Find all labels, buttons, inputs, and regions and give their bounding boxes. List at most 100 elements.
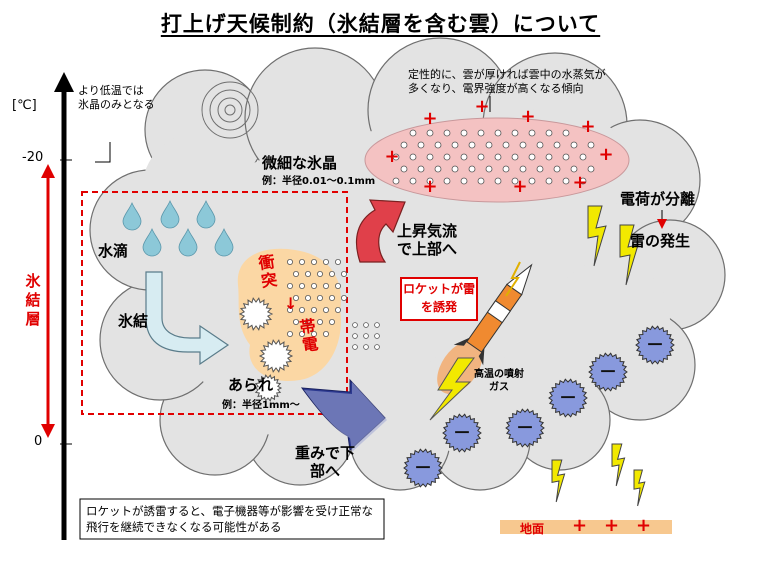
small-ice-dot (328, 270, 335, 277)
small-ice-dot (322, 330, 329, 337)
icing-zone-box (81, 191, 348, 415)
plus-charge: + (422, 108, 437, 129)
small-ice-dot (322, 258, 329, 265)
ice-particle (258, 339, 294, 373)
water-drop (160, 199, 180, 229)
ice-crystal (460, 177, 468, 185)
ice-crystal (426, 129, 434, 137)
fine-ice-label: 微細な氷晶 (262, 154, 338, 172)
ice-crystal (545, 177, 553, 185)
small-ice-dot (352, 322, 358, 328)
updraft-arrow (355, 199, 406, 263)
ice-crystal (579, 177, 587, 185)
ground-label: 地面 (520, 522, 545, 536)
negative-charge (442, 413, 482, 453)
minus-sign: － (599, 362, 617, 383)
ice-crystal (562, 129, 570, 137)
freeze-label: 氷結 (118, 312, 149, 330)
negative-charge (505, 408, 545, 448)
ice-crystal (400, 141, 408, 149)
thunder-label: 雷の発生 (630, 232, 691, 250)
ice-crystal (494, 129, 502, 137)
water-drop (142, 227, 162, 257)
water-drop (122, 201, 142, 231)
ice-crystal (536, 165, 544, 173)
negative-charge (403, 448, 443, 488)
small-ice-dot (286, 330, 293, 337)
small-ice-dot (298, 258, 305, 265)
minus-sign: － (516, 418, 534, 439)
small-ice-dot (304, 294, 311, 301)
ice-crystal (553, 165, 561, 173)
plus-charge: + (598, 144, 613, 165)
freeze-arrow (145, 271, 230, 366)
small-ice-dot (316, 318, 323, 325)
water-drop (178, 227, 198, 257)
small-ice-dot (310, 330, 317, 337)
ice-particle (238, 297, 274, 331)
negative-charges: －－－－－－ (403, 325, 675, 488)
lightning-bolt (587, 205, 607, 267)
ice-crystal (426, 153, 434, 161)
ice-crystal (519, 165, 527, 173)
ground-plus-1: + (572, 515, 588, 536)
ice-crystal (426, 177, 434, 185)
lightning-bolts (551, 205, 646, 507)
plus-charge: + (572, 172, 587, 193)
ice-crystal (528, 129, 536, 137)
small-ice-dot (363, 333, 369, 339)
ice-crystal (545, 153, 553, 161)
small-ice-dot (286, 282, 293, 289)
ice-crystal (392, 153, 400, 161)
minus-sign: － (414, 458, 432, 479)
minus-sign: － (453, 423, 471, 444)
axis-tick-minus20: -20 (22, 150, 44, 165)
ice-crystal (511, 153, 519, 161)
small-ice-dot (340, 270, 347, 277)
plus-charge: + (520, 106, 535, 127)
page-title: 打上げ天候制約（氷結層を含む雲）について (160, 12, 601, 36)
axis-unit: [℃] (12, 98, 37, 113)
small-ice-dot (334, 258, 341, 265)
water-drop (214, 227, 234, 257)
small-ice-dot (340, 294, 347, 301)
small-ice-dot (374, 322, 380, 328)
small-ice-dot (352, 333, 358, 339)
ice-crystal (494, 153, 502, 161)
small-ice-dot (304, 318, 311, 325)
plus-charge: + (422, 176, 437, 197)
swirl-decoration (201, 81, 259, 139)
plus-charge: + (580, 116, 595, 137)
small-ice-dot (298, 306, 305, 313)
hail-particles (238, 297, 294, 402)
ice-crystal (409, 153, 417, 161)
bottom-note-box (79, 498, 385, 540)
ice-crystal (502, 165, 510, 173)
ice-crystal (400, 165, 408, 173)
collision-arrow: ↓ (284, 294, 298, 313)
negative-charge (635, 325, 675, 365)
small-ice-dot (334, 306, 341, 313)
small-ice-dot (310, 258, 317, 265)
ice-crystal (570, 141, 578, 149)
ground-plus-3: + (636, 515, 652, 536)
downdraft-label: 重みで下部へ (294, 444, 355, 480)
water-drop-label: 水滴 (98, 242, 129, 260)
small-ice-dot (298, 330, 305, 337)
ice-crystal (494, 177, 502, 185)
ice-crystal (434, 141, 442, 149)
water-drop (196, 199, 216, 229)
small-ice-dot (316, 294, 323, 301)
small-ice-dot (374, 344, 380, 350)
lightning-bolt (551, 459, 566, 503)
ice-crystal (451, 141, 459, 149)
negative-charge (588, 352, 628, 392)
small-ice-dot (304, 270, 311, 277)
ice-crystal (587, 165, 595, 173)
small-ice-dot (322, 306, 329, 313)
ice-crystal (562, 177, 570, 185)
ice-crystal (519, 141, 527, 149)
ice-crystal (460, 129, 468, 137)
exhaust-label: 高温の噴射ガス (474, 369, 524, 393)
